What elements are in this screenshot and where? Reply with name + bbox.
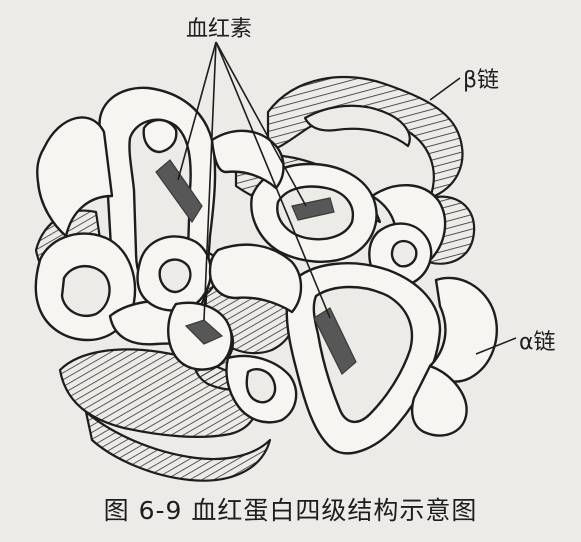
beta-leader [429,77,461,101]
beta-chain-label: β链 [463,68,500,93]
alpha-leader [475,337,517,355]
heme-plane-4 [184,319,224,345]
heme-plane-2 [291,197,335,221]
heme-plane-3 [313,307,357,375]
figure-caption: 图 6-9 血红蛋白四级结构示意图 [103,496,478,525]
heme-leader-4 [215,41,331,319]
heme-leader-1 [177,41,217,181]
heme-leader-2 [203,41,217,321]
heme-plane-1 [155,159,203,224]
heme-leader-3 [215,41,307,207]
leader-lines [177,41,517,355]
heme-label: 血红素 [186,17,253,42]
alpha-chain-label: α链 [519,330,556,355]
heme-groups [155,159,357,375]
